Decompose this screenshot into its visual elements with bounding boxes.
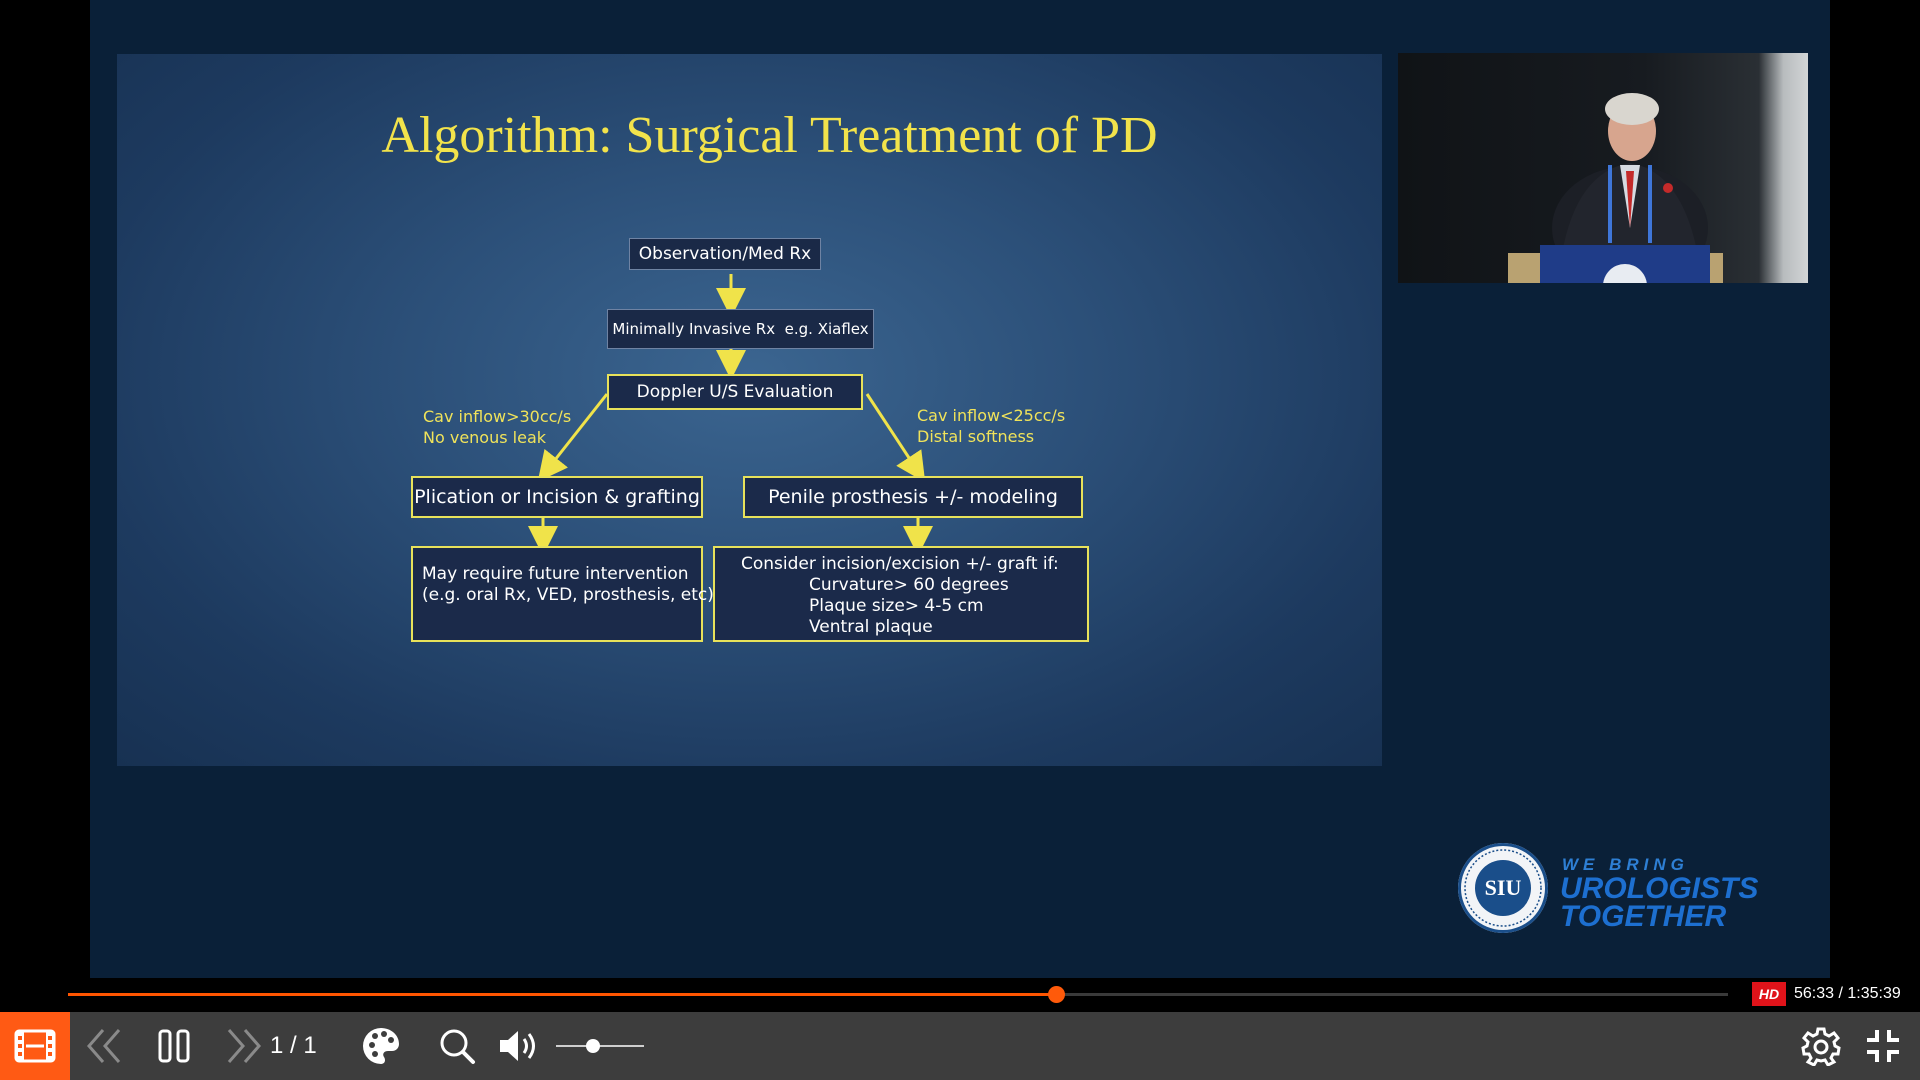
future-line-2: (e.g. oral Rx, VED, prosthesis, etc) [422, 585, 714, 605]
progress-area: HD 56:33 / 1:35:39 [0, 978, 1920, 1012]
player-controls: 1 / 1 [0, 1012, 1920, 1080]
seal-text: SIU [1484, 875, 1522, 900]
settings-icon [1801, 1027, 1841, 1066]
search-button[interactable] [432, 1012, 482, 1080]
note-right: Cav inflow<25cc/s Distal softness [917, 405, 1065, 447]
seal-inner [1475, 860, 1531, 916]
siu-logo: SIU WE BRING UROLOGISTS TOGETHER [1458, 843, 1778, 935]
tagline-line-2: UROLOGISTS [1560, 872, 1759, 905]
box-doppler-label: Doppler U/S Evaluation [636, 382, 834, 402]
video-area[interactable]: Algorithm: Surgical Treatment of PD Obse… [90, 0, 1830, 978]
speaker-camera [1398, 53, 1808, 283]
volume-button[interactable] [494, 1012, 544, 1080]
note-left: Cav inflow>30cc/s No venous leak [423, 406, 571, 448]
next-button[interactable] [218, 1012, 268, 1080]
pause-button[interactable] [150, 1012, 198, 1080]
note-left-line-2: No venous leak [423, 428, 547, 447]
note-right-line-1: Cav inflow<25cc/s [917, 406, 1066, 425]
seek-bar-handle[interactable] [1047, 986, 1065, 1003]
hd-quality-badge[interactable]: HD [1752, 982, 1786, 1006]
flowchart-arrows [528, 274, 933, 556]
box-plication-label: Plication or Incision & grafting [414, 486, 700, 508]
volume-icon [500, 1031, 535, 1061]
box-minimally-invasive: Minimally Invasive Rx e.g. Xiaflex [607, 309, 874, 349]
graft-item-plaque-size: Plaque size> 4-5 cm [809, 596, 984, 616]
tagline-line-3: TOGETHER [1560, 900, 1727, 933]
box-minimally-invasive-label: Minimally Invasive Rx e.g. Xiaflex [612, 320, 869, 338]
future-line-1: May require future intervention [422, 564, 689, 584]
time-display: 56:33 / 1:35:39 [1794, 985, 1901, 1002]
graft-item-curvature: Curvature> 60 degrees [809, 575, 1009, 595]
box-observation-label: Observation/Med Rx [638, 244, 812, 264]
presentation-slide: Algorithm: Surgical Treatment of PD Obse… [117, 54, 1382, 766]
seek-bar[interactable] [68, 986, 1728, 1003]
previous-icon [87, 1029, 121, 1063]
tagline-line-1: WE BRING [1562, 855, 1689, 874]
note-left-line-1: Cav inflow>30cc/s [423, 407, 572, 426]
tagline-lines: UROLOGISTS TOGETHER [1560, 872, 1759, 933]
theme-button[interactable] [356, 1012, 406, 1080]
slides-icon [14, 1029, 56, 1063]
arrow-doppler-to-prosthesis [865, 393, 926, 483]
slides-button[interactable] [0, 1012, 70, 1080]
exit-fullscreen-icon [1867, 1030, 1899, 1062]
box-prosthesis-label: Penile prosthesis +/- modeling [768, 486, 1058, 508]
box-plication: Plication or Incision & grafting [411, 476, 703, 518]
palette-icon [363, 1028, 399, 1064]
slide-title: Algorithm: Surgical Treatment of PD [381, 107, 1158, 164]
siu-seal: SIU [1458, 843, 1548, 933]
box-prosthesis: Penile prosthesis +/- modeling [743, 476, 1083, 518]
box-consider-graft: Consider incision/excision +/- graft if:… [713, 546, 1089, 642]
graft-item-ventral: Ventral plaque [809, 617, 933, 637]
next-icon [227, 1029, 261, 1063]
box-observation: Observation/Med Rx [629, 238, 821, 270]
box-doppler: Doppler U/S Evaluation [607, 374, 863, 410]
graft-heading: Consider incision/excision +/- graft if: [741, 554, 1059, 574]
pause-icon [158, 1029, 190, 1063]
search-icon [440, 1029, 475, 1064]
settings-button[interactable] [1796, 1012, 1846, 1080]
volume-slider-handle[interactable] [585, 1039, 600, 1053]
volume-slider[interactable] [556, 1039, 644, 1053]
arrow-doppler-to-plication [537, 393, 609, 482]
speaker-figure [1508, 93, 1723, 283]
previous-button[interactable] [80, 1012, 130, 1080]
seek-bar-fill [68, 993, 1056, 996]
page-counter: 1 / 1 [270, 1032, 317, 1059]
note-right-line-2: Distal softness [917, 427, 1035, 446]
box-future-intervention: May require future intervention (e.g. or… [411, 546, 714, 642]
exit-fullscreen-button[interactable] [1858, 1012, 1908, 1080]
seal-ring-graphic [1464, 849, 1542, 927]
